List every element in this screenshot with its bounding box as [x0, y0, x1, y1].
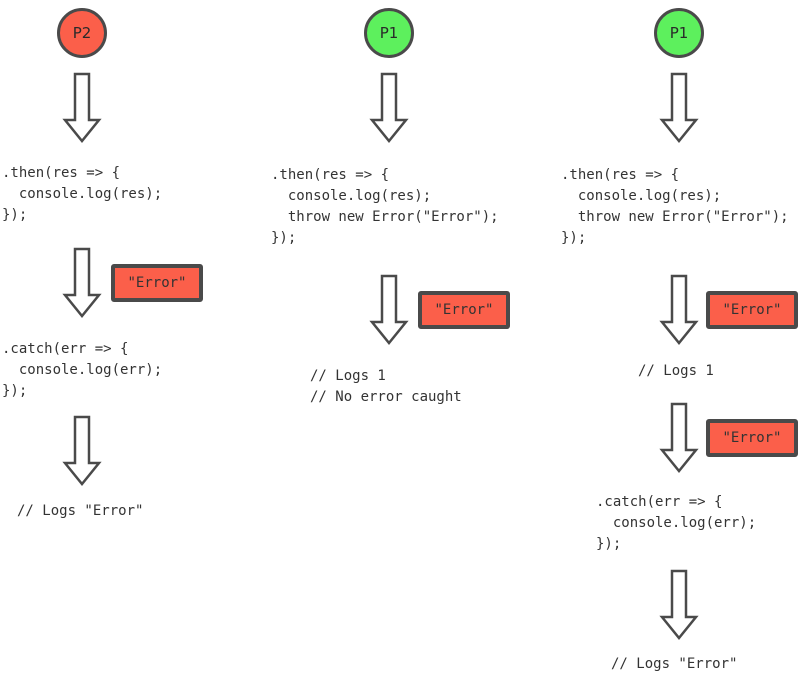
error-badge: "Error"	[706, 419, 798, 457]
promise-node-p1: P1	[654, 8, 704, 58]
result-comment: // Logs "Error"	[17, 503, 144, 519]
down-arrow-icon	[62, 415, 102, 486]
down-arrow-icon	[659, 402, 699, 473]
down-arrow-icon	[659, 72, 699, 143]
down-arrow-icon	[369, 72, 409, 143]
then-code-block: .then(res => { console.log(res); throw n…	[561, 167, 789, 246]
result-comment: // Logs 1 // No error caught	[310, 368, 462, 405]
error-badge: "Error"	[111, 264, 203, 302]
error-badge: "Error"	[418, 291, 510, 329]
then-code-block: .then(res => { console.log(res); throw n…	[271, 167, 499, 246]
promise-node-p1: P1	[364, 8, 414, 58]
catch-code-block: .catch(err => { console.log(err); });	[2, 341, 163, 399]
error-badge: "Error"	[706, 291, 798, 329]
down-arrow-icon	[369, 274, 409, 345]
down-arrow-icon	[659, 569, 699, 640]
catch-code-block: .catch(err => { console.log(err); });	[596, 494, 757, 552]
promise-node-p2: P2	[57, 8, 107, 58]
down-arrow-icon	[659, 274, 699, 345]
down-arrow-icon	[62, 247, 102, 318]
result-comment: // Logs 1	[638, 363, 714, 379]
then-code-block: .then(res => { console.log(res); });	[2, 165, 163, 223]
down-arrow-icon	[62, 72, 102, 143]
result-comment: // Logs "Error"	[611, 656, 738, 672]
